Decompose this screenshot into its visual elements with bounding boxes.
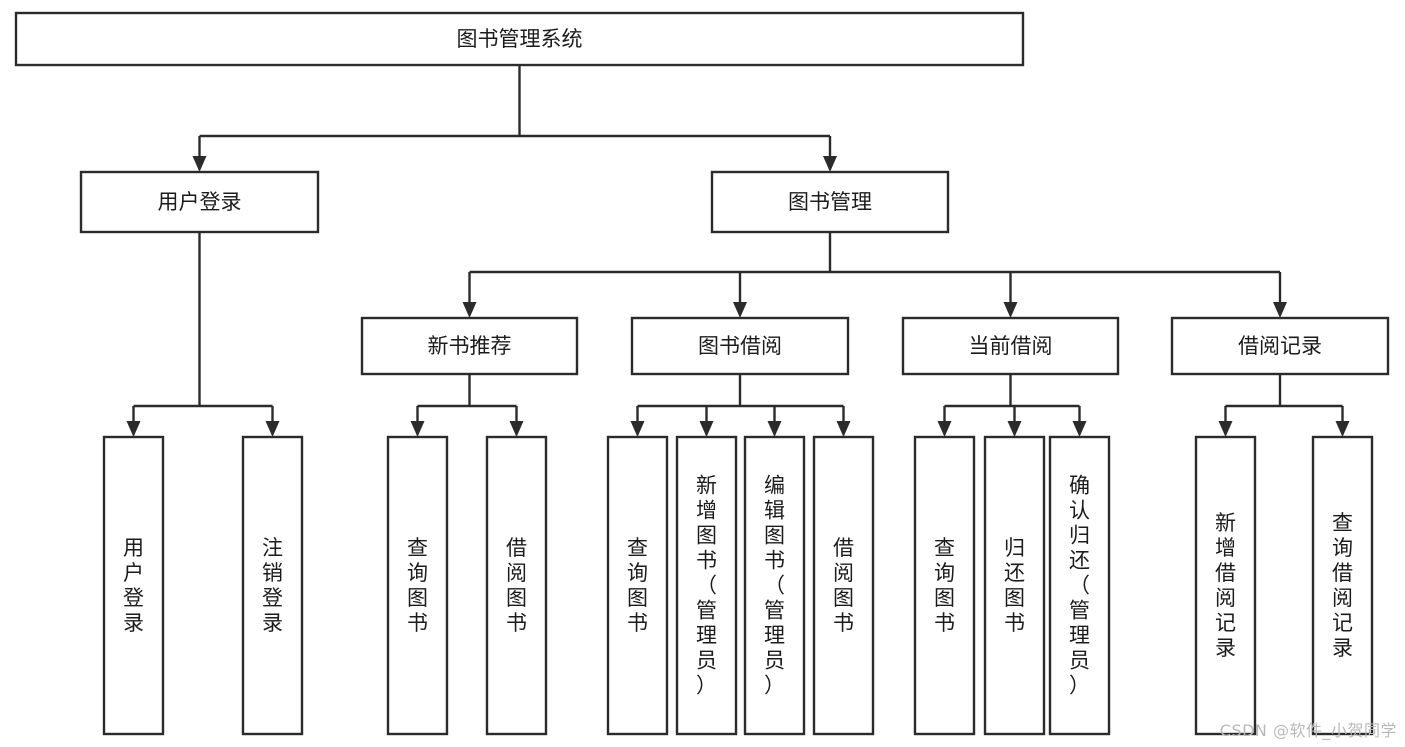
node-label: 图书管理系统 — [457, 27, 583, 51]
node-label: 当前借阅 — [969, 334, 1053, 358]
arrow-head-icon — [1072, 421, 1087, 437]
arrow-head-icon — [1007, 421, 1022, 437]
node-label: 借阅图书 — [506, 536, 527, 635]
node-label: 归还图书 — [1004, 536, 1025, 635]
arrow-head-icon — [630, 421, 645, 437]
node-new-book-recommend[interactable]: 新书推荐 — [360, 316, 579, 376]
arrow-head-icon — [265, 421, 280, 437]
node-label: 用户登录 — [158, 190, 242, 214]
connectors-layer — [126, 65, 1350, 437]
node-label: 确认归还（管理员） — [1069, 474, 1090, 698]
node-label: 新增图书（管理员） — [696, 474, 717, 698]
node-label: 注销登录 — [262, 536, 283, 635]
node-leaf-borrow-book[interactable]: 借阅图书 — [812, 435, 875, 736]
node-leaf-add-book-admin[interactable]: 新增图书（管理员） — [675, 435, 738, 736]
node-leaf-logout-login[interactable]: 注销登录 — [241, 435, 304, 736]
node-label: 查询图书 — [934, 536, 955, 635]
node-leaf-add-borrow-record[interactable]: 新增借阅记录 — [1194, 435, 1257, 736]
csdn-watermark: CSDN @软件_小贺同学 — [1219, 721, 1397, 740]
arrow-head-icon — [126, 421, 141, 437]
node-label: 图书借阅 — [698, 334, 782, 358]
arrow-head-icon — [1218, 421, 1233, 437]
arrow-head-icon — [462, 302, 477, 318]
node-leaf-query-book-borrow[interactable]: 查询图书 — [606, 435, 669, 736]
node-label: 用户登录 — [123, 536, 144, 635]
node-label: 借阅记录 — [1238, 334, 1322, 358]
node-borrow-record[interactable]: 借阅记录 — [1170, 316, 1390, 376]
node-root-system[interactable]: 图书管理系统 — [14, 11, 1025, 67]
node-leaf-return-book[interactable]: 归还图书 — [983, 435, 1046, 736]
node-user-login[interactable]: 用户登录 — [79, 170, 320, 234]
node-leaf-query-book-rec[interactable]: 查询图书 — [386, 435, 449, 736]
node-label: 查询借阅记录 — [1332, 511, 1353, 660]
arrow-head-icon — [767, 421, 782, 437]
node-label: 编辑图书（管理员） — [764, 474, 785, 698]
nodes-layer: 图书管理系统用户登录图书管理新书推荐图书借阅当前借阅借阅记录用户登录注销登录查询… — [14, 11, 1390, 736]
node-leaf-query-book-current[interactable]: 查询图书 — [913, 435, 976, 736]
node-book-borrow[interactable]: 图书借阅 — [630, 316, 850, 376]
arrow-head-icon — [733, 302, 747, 318]
node-label: 新书推荐 — [428, 334, 512, 358]
node-leaf-borrow-book-rec[interactable]: 借阅图书 — [485, 435, 548, 736]
node-label: 查询图书 — [627, 536, 648, 635]
arrow-head-icon — [509, 421, 524, 437]
node-current-borrow[interactable]: 当前借阅 — [901, 316, 1120, 376]
node-label: 借阅图书 — [833, 536, 854, 635]
arrow-head-icon — [1335, 421, 1350, 437]
node-leaf-edit-book-admin[interactable]: 编辑图书（管理员） — [743, 435, 806, 736]
node-book-manage[interactable]: 图书管理 — [710, 170, 950, 234]
arrow-head-icon — [192, 156, 207, 172]
node-label: 新增借阅记录 — [1215, 511, 1236, 660]
node-label: 查询图书 — [407, 536, 428, 635]
arrow-head-icon — [823, 156, 837, 172]
node-leaf-user-login[interactable]: 用户登录 — [102, 435, 165, 736]
arrow-head-icon — [1003, 302, 1018, 318]
arrow-head-icon — [699, 421, 714, 437]
arrow-head-icon — [1273, 302, 1287, 318]
node-label: 图书管理 — [788, 190, 872, 214]
node-leaf-query-borrow-record[interactable]: 查询借阅记录 — [1311, 435, 1374, 736]
arrow-head-icon — [937, 421, 952, 437]
arrow-head-icon — [836, 421, 851, 437]
arrow-head-icon — [410, 421, 425, 437]
node-leaf-confirm-return-admin[interactable]: 确认归还（管理员） — [1048, 435, 1111, 736]
